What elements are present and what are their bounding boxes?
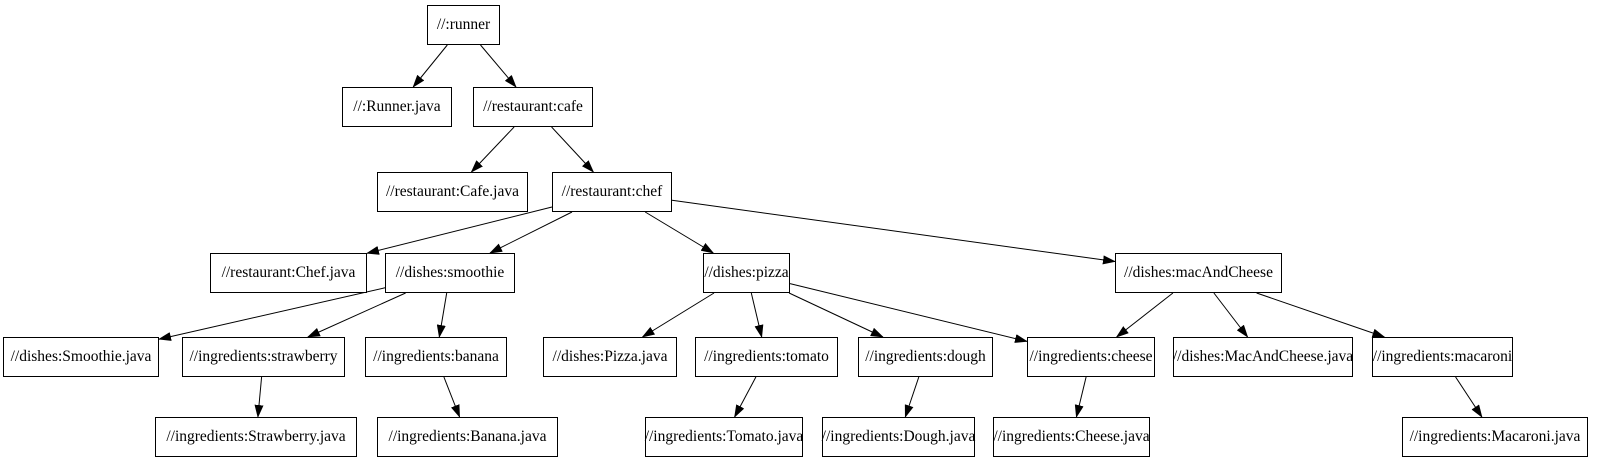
graph-edge-chef-to-chef_java xyxy=(366,206,553,255)
graph-node-smoothie_java: //dishes:Smoothie.java xyxy=(3,337,159,377)
graph-node-runner_java: //:Runner.java xyxy=(342,87,452,127)
graph-node-tomato: //ingredients:tomato xyxy=(695,337,838,377)
graph-node-banana_java: //ingredients:Banana.java xyxy=(377,417,558,457)
graph-edge-smoothie-to-banana xyxy=(436,292,448,338)
graph-node-chef_java: //restaurant:Chef.java xyxy=(210,253,367,293)
graph-edge-smoothie-to-smoothie_java xyxy=(158,287,386,341)
graph-edge-banana-to-banana_java xyxy=(443,376,461,418)
graph-node-dough: //ingredients:dough xyxy=(858,337,993,377)
graph-node-strawberry_java: //ingredients:Strawberry.java xyxy=(155,417,357,457)
graph-edge-chef-to-mac_and_cheese xyxy=(671,199,1116,265)
graph-edge-dough-to-dough_java xyxy=(904,376,920,418)
graph-node-smoothie: //dishes:smoothie xyxy=(385,253,515,293)
graph-node-strawberry: //ingredients:strawberry xyxy=(182,337,345,377)
graph-edge-pizza-to-pizza_java xyxy=(641,292,715,338)
graph-node-tomato_java: //ingredients:Tomato.java xyxy=(645,417,803,457)
graph-edge-chef-to-pizza xyxy=(644,211,715,254)
graph-edge-cafe-to-chef xyxy=(551,126,595,173)
graph-node-dough_java: //ingredients:Dough.java xyxy=(822,417,975,457)
graph-node-mac_and_cheese_java: //dishes:MacAndCheese.java xyxy=(1173,337,1353,377)
graph-edge-cafe-to-cafe_java xyxy=(470,126,515,173)
graph-edge-runner-to-cafe xyxy=(480,44,517,88)
graph-node-macaroni_java: //ingredients:Macaroni.java xyxy=(1402,417,1588,457)
graph-edge-tomato-to-tomato_java xyxy=(734,376,757,418)
graph-node-mac_and_cheese: //dishes:macAndCheese xyxy=(1115,253,1282,293)
graph-edge-macaroni-to-macaroni_java xyxy=(1455,376,1483,418)
graph-node-cheese_java: //ingredients:Cheese.java xyxy=(993,417,1150,457)
graph-edge-strawberry-to-strawberry_java xyxy=(254,376,264,418)
graph-node-macaroni: //ingredients:macaroni xyxy=(1372,337,1513,377)
graph-edge-cheese-to-cheese_java xyxy=(1074,376,1087,418)
graph-node-chef: //restaurant:chef xyxy=(552,172,672,212)
graph-edge-pizza-to-tomato xyxy=(750,292,764,338)
graph-edge-chef-to-smoothie xyxy=(489,211,573,254)
graph-edge-runner-to-runner_java xyxy=(412,44,448,88)
graph-edge-pizza-to-cheese xyxy=(789,283,1028,343)
graph-edge-mac_and_cheese-to-macaroni xyxy=(1256,292,1386,338)
graph-edge-mac_and_cheese-to-cheese xyxy=(1115,292,1174,338)
graph-node-banana: //ingredients:banana xyxy=(365,337,507,377)
graph-edge-smoothie-to-strawberry xyxy=(306,292,406,338)
graph-edge-pizza-to-dough xyxy=(788,292,884,338)
graph-node-pizza: //dishes:pizza xyxy=(703,253,790,293)
graph-node-cheese: //ingredients:cheese xyxy=(1027,337,1155,377)
graph-edge-mac_and_cheese-to-mac_and_cheese_java xyxy=(1213,292,1249,338)
graph-node-runner: //:runner xyxy=(427,5,500,45)
graph-node-cafe_java: //restaurant:Cafe.java xyxy=(377,172,528,212)
graph-node-cafe: //restaurant:cafe xyxy=(473,87,593,127)
graph-node-pizza_java: //dishes:Pizza.java xyxy=(543,337,677,377)
